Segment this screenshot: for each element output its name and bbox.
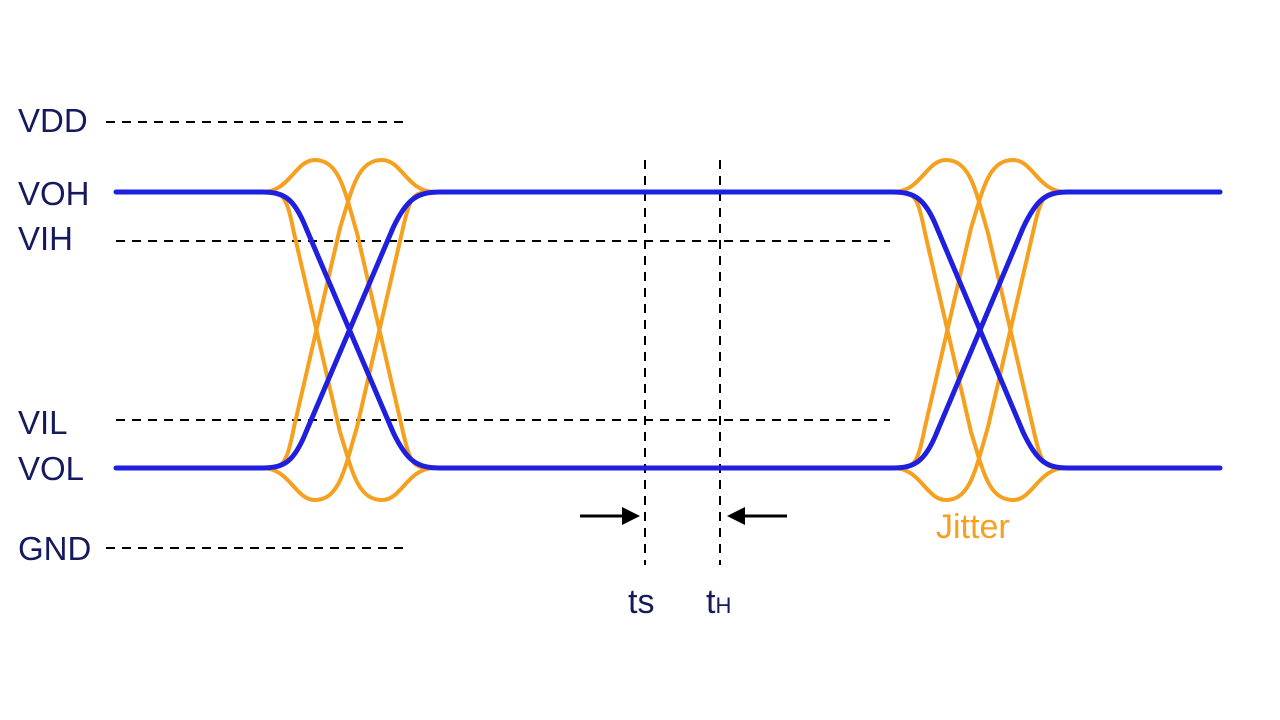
gnd-label: GND xyxy=(18,530,91,567)
signal-traces xyxy=(113,189,1223,471)
vil-label: VIL xyxy=(18,404,68,441)
vdd-label: VDD xyxy=(18,102,88,139)
hold-time-main: t xyxy=(706,583,716,621)
setup-time-label: ts xyxy=(628,583,654,621)
setup-arrow xyxy=(580,507,640,525)
vol-label: VOL xyxy=(18,450,84,487)
vih-label: VIH xyxy=(18,220,73,257)
hold-time-subscript: H xyxy=(715,593,731,618)
signal-trace-low-to-high xyxy=(113,189,1223,471)
hold-time-label: tH xyxy=(706,583,731,621)
signal-trace-high-to-low xyxy=(113,189,1223,471)
hold-arrow xyxy=(727,507,787,525)
jitter-label: Jitter xyxy=(936,508,1010,546)
voh-label: VOH xyxy=(18,175,90,212)
